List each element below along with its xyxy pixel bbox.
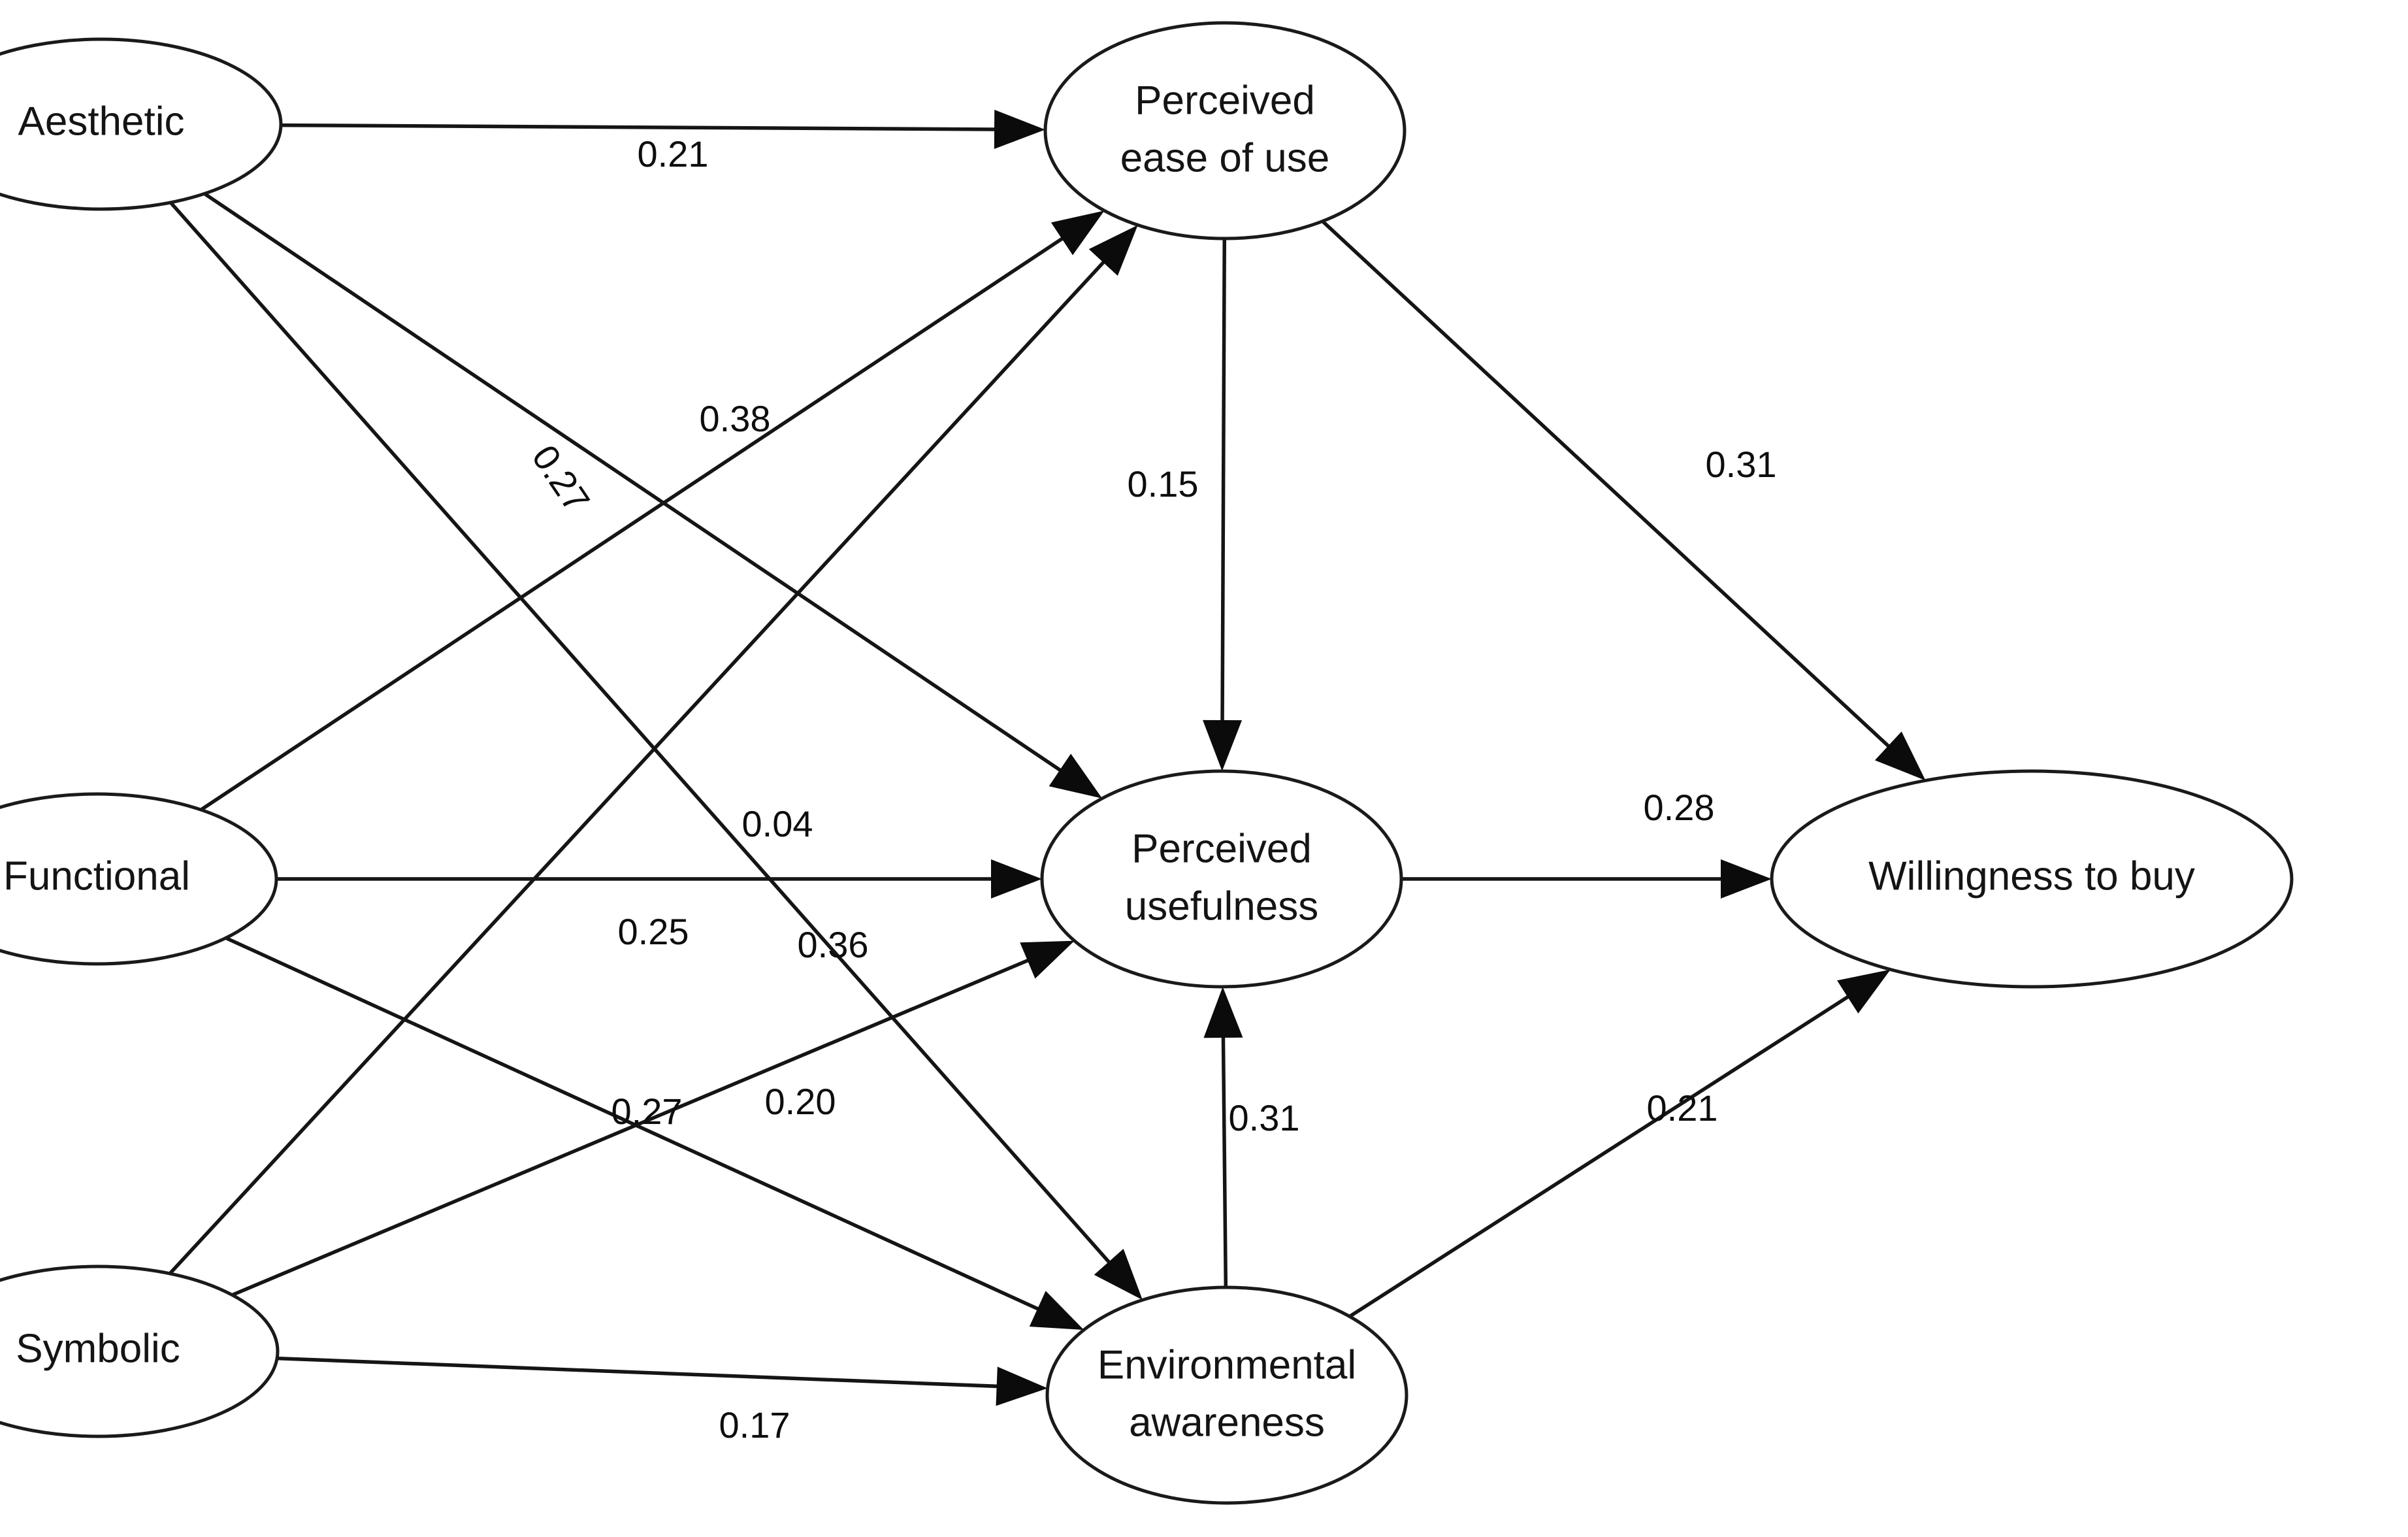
arrow-head-icon <box>1837 969 1891 1014</box>
path-line <box>1348 993 1853 1318</box>
arrow-head-icon <box>1088 225 1138 276</box>
path-arrow-ea-pu <box>1203 986 1243 1288</box>
node-ellipse <box>1040 769 1403 989</box>
construct-node-symbolic[interactable]: Symbolic <box>0 1264 280 1438</box>
node-label: Aesthetic <box>18 99 184 144</box>
arrow-head-icon <box>1029 1291 1084 1330</box>
arrow-head-icon <box>1203 719 1243 772</box>
path-coefficient-fun-ea: 0.36 <box>798 924 869 965</box>
arrow-head-icon <box>994 109 1046 149</box>
path-line <box>1221 1032 1228 1288</box>
path-line <box>1220 238 1227 726</box>
path-arrow-sym-ea <box>276 1356 1048 1406</box>
arrow-head-icon <box>1049 753 1103 799</box>
node-label-line1: Perceived <box>1131 826 1312 871</box>
path-arrow-fun-peou <box>200 210 1105 812</box>
construct-node-peou[interactable]: Perceived ease of use <box>1043 21 1407 240</box>
construct-node-ea[interactable]: Environmental awareness <box>1045 1285 1408 1505</box>
node-ellipse <box>0 1264 280 1438</box>
path-arrow-ea-wtb <box>1348 969 1891 1318</box>
edges-layer <box>169 109 1926 1406</box>
path-line <box>231 957 1033 1297</box>
construct-node-pu[interactable]: Perceived usefulness <box>1040 769 1403 989</box>
path-arrow-peou-pu <box>1203 238 1243 772</box>
arrow-head-icon <box>1874 731 1926 781</box>
path-arrow-fun-pu <box>276 859 1042 899</box>
arrow-head-icon <box>1050 210 1105 256</box>
path-line <box>200 234 1067 812</box>
path-line <box>169 257 1109 1275</box>
path-coefficient-sym-peou: 0.27 <box>611 1091 683 1132</box>
node-label: Functional <box>3 853 190 899</box>
path-coefficient-aes-ea: 0.25 <box>618 911 689 952</box>
node-ellipse <box>0 792 278 966</box>
node-label-line2: awareness <box>1129 1400 1325 1445</box>
path-arrow-aes-peou <box>280 109 1046 149</box>
arrow-head-icon <box>991 859 1042 899</box>
path-coefficient-fun-peou: 0.38 <box>700 398 771 439</box>
path-coefficient-sym-pu: 0.20 <box>765 1081 836 1122</box>
arrow-head-icon <box>996 1366 1048 1406</box>
node-label: Symbolic <box>16 1326 180 1371</box>
node-ellipse <box>1770 769 2294 989</box>
path-coefficient-sym-ea: 0.17 <box>719 1404 790 1446</box>
arrow-head-icon <box>1020 940 1075 979</box>
path-line <box>1321 220 1894 751</box>
path-arrow-peou-wtb <box>1321 220 1926 781</box>
node-label-line1: Perceived <box>1135 78 1315 123</box>
path-arrow-pu-wtb <box>1401 859 1772 899</box>
arrow-head-icon <box>1721 859 1772 899</box>
path-arrow-aes-ea <box>169 201 1143 1300</box>
path-line <box>276 1356 1002 1389</box>
path-coefficient-peou-wtb: 0.31 <box>1706 444 1777 485</box>
construct-node-aesthetic[interactable]: Aesthetic <box>0 37 283 211</box>
path-coefficient-aes-peou: 0.21 <box>638 133 709 174</box>
path-arrow-sym-peou <box>169 225 1138 1275</box>
node-label-line2: usefulness <box>1125 884 1318 929</box>
path-arrow-aes-pu <box>203 192 1103 799</box>
node-ellipse <box>1045 1285 1408 1505</box>
path-line <box>280 123 1000 131</box>
path-line <box>203 192 1066 774</box>
node-label-line1: Environmental <box>1098 1342 1356 1387</box>
path-coefficient-pu-wtb: 0.28 <box>1644 787 1715 828</box>
arrow-head-icon <box>1203 986 1243 1038</box>
node-label-line2: ease of use <box>1120 135 1330 180</box>
construct-node-wtb[interactable]: Willingness to buy <box>1770 769 2294 989</box>
path-line <box>169 201 1114 1267</box>
arrow-head-icon <box>1094 1249 1143 1300</box>
path-coefficient-fun-pu: 0.04 <box>742 803 813 844</box>
path-arrow-fun-ea <box>225 936 1084 1330</box>
path-coefficient-ea-pu: 0.31 <box>1229 1097 1300 1138</box>
node-ellipse <box>0 37 283 211</box>
node-label: Willingness to buy <box>1868 853 2195 899</box>
node-ellipse <box>1043 21 1407 240</box>
construct-node-functional[interactable]: Functional <box>0 792 278 966</box>
path-coefficient-ea-wtb: 0.21 <box>1647 1087 1718 1129</box>
path-arrow-sym-pu <box>231 940 1075 1297</box>
path-coefficient-peou-pu: 0.15 <box>1128 463 1199 504</box>
